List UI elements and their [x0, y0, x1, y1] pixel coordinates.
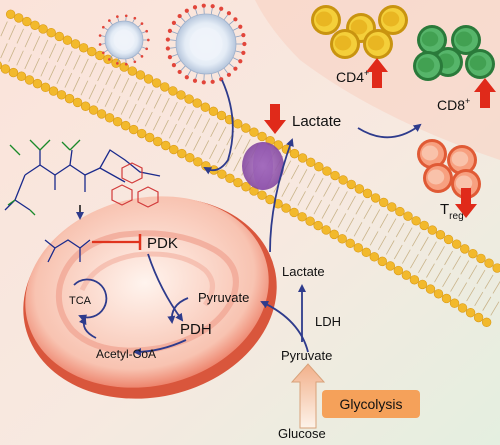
glycolysis-box — [322, 390, 420, 418]
arrow-lactate-to-tcells — [357, 123, 422, 139]
cd4-label: CD4+ — [336, 68, 369, 85]
pdk-inhibition — [92, 234, 142, 250]
acetylcoa-label: Acetyl-CoA — [96, 347, 156, 361]
cd8-label: CD8+ — [437, 96, 470, 113]
arrow-pyruvate-to-pdh — [167, 297, 189, 324]
pathway-arrows — [79, 79, 422, 356]
dca-molecule — [44, 239, 91, 263]
pdk-label: PDK — [147, 235, 178, 252]
glycolysis-label: Glycolysis — [339, 396, 402, 412]
tpp-molecule — [111, 162, 159, 208]
tca-cycle — [73, 278, 108, 323]
lactate-cytosol-label: Lactate — [282, 264, 325, 279]
pyruvate-mito-label: Pyruvate — [198, 290, 249, 305]
mito-crista — [55, 230, 239, 354]
treg-label: Treg — [440, 201, 464, 222]
transporter-core — [253, 142, 273, 190]
cd4-cells — [311, 5, 408, 59]
cd8-up-arrow — [474, 78, 496, 108]
treg-down-arrow — [455, 188, 477, 218]
cell-membrane — [0, 9, 500, 327]
arrow-pdh-to-acetylcoa — [133, 339, 187, 356]
cd4-up-arrow — [366, 58, 388, 88]
pyruvate-cytosol-label: Pyruvate — [281, 348, 332, 363]
nanoparticle-large — [165, 3, 247, 85]
glucose-label: Glucose — [278, 426, 326, 441]
nanoparticle-small — [98, 14, 150, 66]
arrow-pdk-to-pdh — [147, 253, 184, 322]
glycolysis-arrow — [290, 363, 326, 429]
prodrug-chlorine — [7, 139, 81, 216]
lactate-down-arrow — [264, 104, 286, 134]
treg-cells — [417, 139, 481, 199]
lactate-extracellular-label: Lactate — [292, 113, 341, 130]
ldh-label: LDH — [315, 314, 341, 329]
arrow-nanoparticle-uptake — [203, 79, 234, 175]
arrow-pyruvate-to-mito — [260, 300, 309, 353]
mitochondrion — [23, 196, 277, 399]
mito-crista-inner — [79, 251, 215, 307]
pdh-label: PDH — [180, 321, 212, 338]
tca-label: TCA — [69, 295, 92, 307]
cd8-cells — [413, 25, 495, 81]
arrow-lactate-export — [269, 138, 294, 253]
